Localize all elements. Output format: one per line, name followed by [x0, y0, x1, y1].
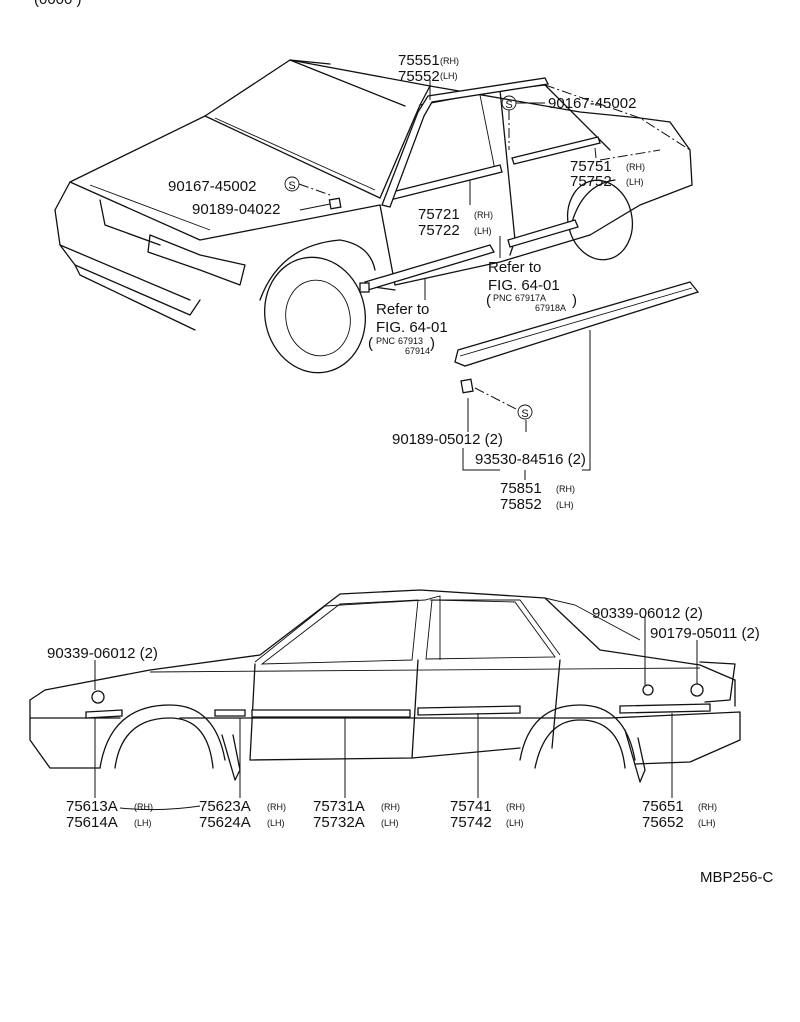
svg-text:(LH): (LH): [506, 818, 524, 828]
svg-text:FIG. 64-01: FIG. 64-01: [488, 277, 560, 294]
svg-text:(LH): (LH): [134, 818, 152, 828]
callout-75652: 75652 (LH): [642, 814, 716, 831]
svg-text:75851: 75851: [500, 480, 542, 497]
svg-text:(LH): (LH): [440, 71, 458, 81]
upper-leader-lines: [298, 80, 597, 480]
svg-text:75742: 75742: [450, 814, 492, 831]
svg-text:75731A: 75731A: [313, 798, 365, 815]
callout-75613A: 75613A (RH): [66, 798, 153, 815]
svg-text:90339-06012 (2): 90339-06012 (2): [47, 645, 158, 662]
diagram-code: MBP256-C: [700, 869, 774, 886]
svg-text:PNC: PNC: [376, 336, 396, 346]
callout-75623A: 75623A (RH): [199, 798, 286, 815]
svg-text:(RH): (RH): [698, 802, 717, 812]
callout-90167-45002-rear: 90167-45002: [548, 95, 636, 112]
callout-90339-06012-front: 90339-06012 (2): [47, 645, 158, 662]
svg-text:(RH): (RH): [506, 802, 525, 812]
callout-75614A: 75614A (LH): [66, 814, 152, 831]
svg-text:75732A: 75732A: [313, 814, 365, 831]
callout-90179-05011: 90179-05011 (2): [650, 625, 760, 642]
svg-text:S: S: [288, 180, 295, 192]
svg-text:90189-05012 (2): 90189-05012 (2): [392, 431, 503, 448]
svg-text:67913: 67913: [398, 336, 423, 346]
clip-symbol-rocker: S: [517, 404, 533, 420]
svg-text:90179-05011 (2): 90179-05011 (2): [650, 625, 760, 642]
svg-text:67918A: 67918A: [535, 303, 566, 313]
svg-text:75752: 75752: [570, 173, 612, 190]
svg-text:(RH): (RH): [381, 802, 400, 812]
svg-text:90167-45002: 90167-45002: [548, 95, 636, 112]
svg-text:Refer to: Refer to: [488, 259, 541, 276]
svg-text:(LH): (LH): [556, 500, 574, 510]
refer-note-rear: Refer to FIG. 64-01 ( PNC 67917A 67918A …: [486, 259, 577, 313]
callout-75551: 75551 (RH): [398, 52, 459, 69]
svg-text:90339-06012 (2): 90339-06012 (2): [592, 605, 703, 622]
callout-75731A: 75731A (RH): [313, 798, 400, 815]
callout-90189-04022: 90189-04022: [192, 201, 280, 218]
callout-93530-84516: 93530-84516 (2): [475, 451, 586, 468]
header-fragment: (0000 ): [34, 0, 82, 8]
callout-90339-06012-rear: 90339-06012 (2): [592, 605, 703, 622]
svg-text:67914: 67914: [405, 346, 430, 356]
svg-text:S: S: [505, 99, 512, 111]
svg-text:90167-45002: 90167-45002: [168, 178, 256, 195]
svg-text:67917A: 67917A: [515, 293, 546, 303]
svg-text:FIG. 64-01: FIG. 64-01: [376, 319, 448, 336]
svg-text:93530-84516 (2): 93530-84516 (2): [475, 451, 586, 468]
lower-leader-lines: [94, 616, 698, 811]
svg-text:90189-04022: 90189-04022: [192, 201, 280, 218]
svg-text:(RH): (RH): [474, 210, 493, 220]
svg-text:(LH): (LH): [626, 177, 644, 187]
callout-75751: 75751 (RH): [570, 158, 645, 175]
callout-90167-45002-front: 90167-45002: [168, 178, 256, 195]
svg-text:75614A: 75614A: [66, 814, 118, 831]
callout-75722: 75722 (LH): [418, 222, 492, 239]
svg-text:(LH): (LH): [381, 818, 399, 828]
callout-75851: 75851 (RH): [500, 480, 575, 497]
callout-75752: 75752 (LH): [570, 173, 644, 190]
callout-75852: 75852 (LH): [500, 496, 574, 513]
svg-text:75721: 75721: [418, 206, 460, 223]
svg-text:75652: 75652: [642, 814, 684, 831]
svg-text:): ): [430, 335, 435, 352]
callout-75732A: 75732A (LH): [313, 814, 399, 831]
svg-text:(RH): (RH): [626, 162, 645, 172]
svg-text:75613A: 75613A: [66, 798, 118, 815]
svg-text:75741: 75741: [450, 798, 492, 815]
svg-text:75623A: 75623A: [199, 798, 251, 815]
svg-text:75651: 75651: [642, 798, 684, 815]
svg-text:75751: 75751: [570, 158, 612, 175]
svg-text:(RH): (RH): [556, 484, 575, 494]
svg-text:(LH): (LH): [474, 226, 492, 236]
callout-75552: 75552 (LH): [398, 68, 458, 85]
upper-car-illustration: [54, 59, 700, 394]
svg-text:(: (: [368, 335, 373, 352]
svg-text:): ): [572, 292, 577, 309]
svg-text:(: (: [486, 292, 491, 309]
svg-text:PNC: PNC: [493, 293, 513, 303]
svg-text:75624A: 75624A: [199, 814, 251, 831]
clip-symbol-front-upper: S: [284, 176, 300, 192]
svg-text:75852: 75852: [500, 496, 542, 513]
callout-75651: 75651 (RH): [642, 798, 717, 815]
svg-text:Refer to: Refer to: [376, 301, 429, 318]
callout-75721: 75721 (RH): [418, 206, 493, 223]
svg-text:75552: 75552: [398, 68, 440, 85]
svg-text:(RH): (RH): [440, 56, 459, 66]
svg-text:75551: 75551: [398, 52, 440, 69]
svg-text:(RH): (RH): [134, 802, 153, 812]
svg-text:(RH): (RH): [267, 802, 286, 812]
svg-text:75722: 75722: [418, 222, 460, 239]
svg-text:(LH): (LH): [698, 818, 716, 828]
callout-75742: 75742 (LH): [450, 814, 524, 831]
lower-car-illustration: [29, 589, 741, 783]
refer-note-front: Refer to FIG. 64-01 ( PNC 67913 67914 ): [368, 301, 448, 356]
callout-90189-05012: 90189-05012 (2): [392, 431, 503, 448]
svg-text:(LH): (LH): [267, 818, 285, 828]
callout-75624A: 75624A (LH): [199, 814, 285, 831]
clip-symbol-rear-upper: S: [501, 95, 517, 111]
svg-text:S: S: [521, 408, 528, 420]
callout-75741: 75741 (RH): [450, 798, 525, 815]
